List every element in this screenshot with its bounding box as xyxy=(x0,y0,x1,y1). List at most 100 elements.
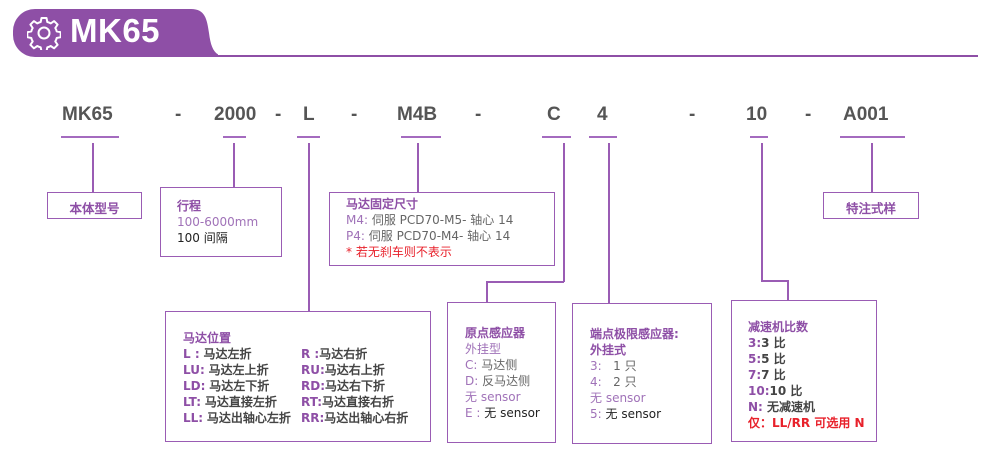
option-code: RU: xyxy=(301,363,325,377)
connector-reducer xyxy=(761,280,788,282)
option-desc: 马达右折 xyxy=(319,347,368,361)
origin-sensor-none-label: 无 sensor xyxy=(465,390,521,404)
reducer-row: 10:10 比 xyxy=(748,383,802,399)
connector-origin-sensor xyxy=(563,143,565,282)
box-motor-mount: 马达固定尺寸 M4: 伺服 PCD70-M5- 轴心 14 P4: 伺服 PCD… xyxy=(329,192,555,266)
option-code: N: xyxy=(748,400,763,414)
option-code: 10: xyxy=(748,384,770,398)
box-special: 特注式样 xyxy=(823,192,919,219)
option-desc: 伺服 PCD70-M5- 轴心 14 xyxy=(371,213,514,227)
connector-reducer xyxy=(787,280,789,301)
separator: - xyxy=(351,104,358,125)
option-code: 7: xyxy=(748,368,762,382)
option-code: 5: xyxy=(748,352,762,366)
code-special: A001 xyxy=(843,104,889,125)
header-tab xyxy=(13,9,218,57)
option-desc: 1 只 xyxy=(601,359,637,373)
option-desc: 马达右下折 xyxy=(325,379,386,393)
box-model-title: 本体型号 xyxy=(69,201,120,216)
box-limit-sensor-title: 端点极限感应器: xyxy=(590,327,679,341)
motor-position-right-row: RT:马达直接右折 xyxy=(301,394,394,410)
separator: - xyxy=(805,104,812,125)
limit-sensor-none-label: 无 sensor xyxy=(590,391,646,405)
option-desc: 无 sensor xyxy=(480,406,540,420)
code-reducer: 10 xyxy=(746,104,768,125)
option-code: L : xyxy=(183,347,200,361)
box-reducer: 减速机比数 3:3 比 5:5 比 7:7 比 10:10 比 N: 无减速机 … xyxy=(731,300,877,442)
reducer-row: 5:5 比 xyxy=(748,351,786,367)
box-stroke-title: 行程 xyxy=(177,199,202,213)
option-code: E : xyxy=(465,406,481,420)
option-desc: 2 只 xyxy=(601,375,637,389)
box-motor-position-title: 马达位置 xyxy=(183,331,232,345)
option-desc: 10 比 xyxy=(769,384,803,398)
box-motor-position: 马达位置 L : 马达左折 LU: 马达左上折 LD: 马达左下折 LT: 马达… xyxy=(165,311,431,442)
option-code: P4: xyxy=(346,229,365,243)
code-underline xyxy=(542,136,571,138)
option-code: LL: xyxy=(183,411,204,425)
option-code: LU: xyxy=(183,363,205,377)
motor-mount-row: M4: 伺服 PCD70-M5- 轴心 14 xyxy=(346,212,513,228)
separator: - xyxy=(275,104,282,125)
separator: - xyxy=(689,104,696,125)
code-underline xyxy=(840,136,905,138)
option-desc: 反马达侧 xyxy=(478,374,531,388)
box-special-title: 特注式样 xyxy=(845,201,896,216)
code-motor-position: L xyxy=(303,104,315,125)
option-code: R : xyxy=(301,347,320,361)
option-desc: 无减速机 xyxy=(762,400,816,414)
code-underline xyxy=(750,136,768,138)
code-stroke: 2000 xyxy=(214,104,257,125)
origin-sensor-type: 外挂型 xyxy=(465,342,502,356)
motor-position-left-row: LT: 马达直接左折 xyxy=(183,394,277,410)
box-motor-mount-title: 马达固定尺寸 xyxy=(346,197,419,211)
separator: - xyxy=(175,104,182,125)
option-code: LT: xyxy=(183,395,201,409)
option-code: RD: xyxy=(301,379,325,393)
limit-sensor-row: 3: 1 只 xyxy=(590,358,637,374)
separator: - xyxy=(475,104,482,125)
option-desc: 无 sensor xyxy=(601,407,662,421)
limit-sensor-row: 4: 2 只 xyxy=(590,374,637,390)
header-divider xyxy=(190,55,978,57)
option-desc: 马达侧 xyxy=(477,358,518,372)
reducer-row: N: 无减速机 xyxy=(748,399,815,415)
option-desc: 马达左下折 xyxy=(209,379,270,393)
option-desc: 马达直接右折 xyxy=(322,395,395,409)
code-underline xyxy=(223,136,246,138)
connector-reducer xyxy=(761,143,763,281)
motor-position-right-row: R :马达右折 xyxy=(301,346,367,362)
code-underline xyxy=(401,136,441,138)
option-desc: 马达左上折 xyxy=(208,363,269,377)
option-code: LD: xyxy=(183,379,206,393)
motor-position-left-row: LD: 马达左下折 xyxy=(183,378,269,394)
code-origin-sensor: C xyxy=(547,104,561,125)
option-code: 5: xyxy=(590,407,602,421)
box-limit-sensor: 端点极限感应器: 外挂式 3: 1 只 4: 2 只 无 sensor 5: 无… xyxy=(572,303,712,444)
connector-origin-sensor xyxy=(486,281,564,283)
motor-position-right-row: RR:马达出轴心右折 xyxy=(301,410,408,426)
option-code: 3: xyxy=(748,336,762,350)
motor-mount-row: P4: 伺服 PCD70-M4- 轴心 14 xyxy=(346,228,510,244)
motor-position-right-row: RU:马达右上折 xyxy=(301,362,385,378)
option-code: RT: xyxy=(301,395,323,409)
connector-motor-position xyxy=(308,143,310,312)
gear-icon xyxy=(27,17,61,50)
code-limit-sensor: 4 xyxy=(597,104,608,125)
reducer-note: 仅：LL/RR 可选用 N xyxy=(748,416,865,430)
option-code: D: xyxy=(465,374,479,388)
option-desc: 7 比 xyxy=(761,368,786,382)
box-origin-sensor-title: 原点感应器 xyxy=(465,326,526,340)
box-origin-sensor: 原点感应器 外挂型 C: 马达侧 D: 反马达侧 无 sensor E : 无 … xyxy=(447,302,556,443)
connector-special xyxy=(871,143,873,192)
box-stroke: 行程 100-6000mm 100 间隔 xyxy=(160,187,282,257)
option-code: M4: xyxy=(346,213,369,227)
code-underline xyxy=(589,136,617,138)
code-underline xyxy=(61,136,119,138)
motor-position-left-row: LU: 马达左上折 xyxy=(183,362,269,378)
motor-position-left-row: LL: 马达出轴心左折 xyxy=(183,410,291,426)
option-desc: 马达直接左折 xyxy=(204,395,277,409)
code-motor-mount: M4B xyxy=(397,104,438,125)
origin-sensor-row: D: 反马达侧 xyxy=(465,373,530,389)
option-code: C: xyxy=(465,358,478,372)
